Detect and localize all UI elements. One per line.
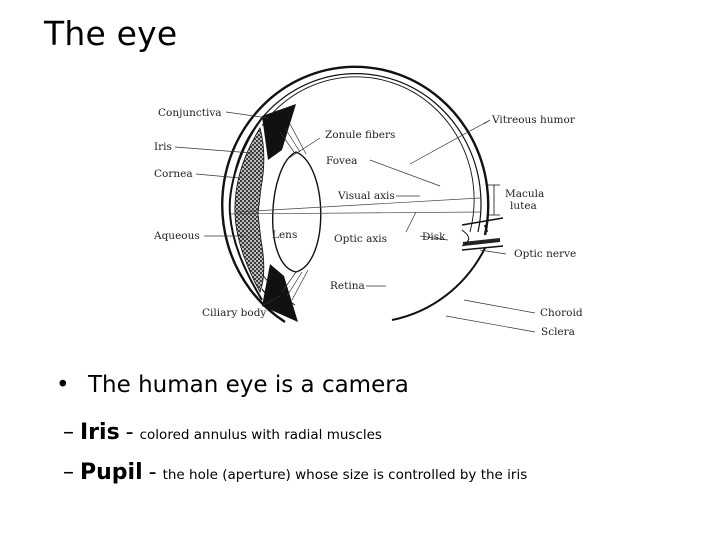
label-optic-axis: Optic axis [334, 233, 387, 245]
label-ciliary-body: Ciliary body [202, 307, 266, 319]
bullet-main: • The human eye is a camera [56, 372, 706, 398]
label-conjunctiva: Conjunctiva [158, 107, 222, 119]
label-visual-axis: Visual axis [337, 190, 395, 202]
iris-lower [262, 264, 298, 322]
label-optic-nerve: Optic nerve [514, 248, 576, 260]
sub-bullet-term: Iris [80, 420, 120, 445]
sub-bullet-description: colored annulus with radial muscles [140, 427, 382, 443]
bullet-main-text: The human eye is a camera [88, 372, 409, 398]
bullet-marker: • [56, 372, 88, 398]
sub-bullet-term: Pupil [80, 460, 143, 485]
optic-nerve [462, 218, 503, 250]
label-lens: Lens [272, 229, 297, 241]
label-vitreous-humor: Vitreous humor [491, 114, 576, 126]
label-choroid: Choroid [540, 307, 583, 319]
label-macula: Macula [505, 188, 544, 200]
sub-bullet-iris: – Iris - colored annulus with radial mus… [63, 420, 382, 445]
label-fovea: Fovea [326, 155, 357, 167]
label-cornea: Cornea [154, 168, 193, 180]
label-zonule-fibers: Zonule fibers [325, 129, 395, 141]
sub-bullet-separator: - [149, 460, 157, 485]
bullet-list: • The human eye is a camera [56, 372, 706, 398]
lens-shape [273, 152, 321, 272]
sub-bullet-dash: – [63, 460, 74, 485]
sub-bullet-separator: - [126, 420, 134, 445]
label-iris: Iris [154, 141, 172, 153]
label-sclera: Sclera [541, 326, 575, 338]
label-disk: Disk [422, 231, 446, 243]
sub-bullet-description: the hole (aperture) whose size is contro… [163, 467, 528, 483]
macula-bracket [488, 185, 500, 215]
label-aqueous: Aqueous [153, 230, 200, 242]
sub-bullet-pupil: – Pupil - the hole (aperture) whose size… [63, 460, 527, 485]
sub-bullet-dash: – [63, 420, 74, 445]
label-lutea: lutea [510, 200, 537, 212]
optic-axis-line [230, 212, 480, 214]
label-retina: Retina [330, 280, 365, 292]
